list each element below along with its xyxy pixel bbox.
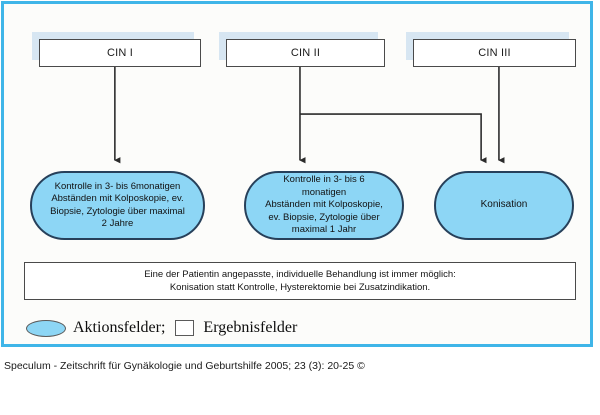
result-box-label-cin2: CIN II — [290, 46, 321, 59]
action-pill-label-cin1: Kontrolle in 3- bis 6monatigen Abständen… — [50, 180, 185, 230]
legend-ellipse-icon — [26, 319, 66, 337]
connector-cin2-to-action3 — [299, 113, 487, 164]
result-box-cin3[interactable]: CIN III — [413, 39, 576, 67]
action-pill-kontrolle-2-jahre[interactable]: Kontrolle in 3- bis 6monatigen Abständen… — [30, 171, 205, 240]
result-box-label-cin1: CIN I — [106, 46, 134, 59]
legend-square-icon — [175, 320, 195, 336]
connector-layer — [114, 63, 505, 164]
action-pill-label-cin3: Konisation — [480, 199, 528, 211]
note-line-1: Eine der Patientin angepasste, individue… — [144, 269, 456, 280]
result-box-label-cin3: CIN III — [478, 46, 511, 59]
figure-frame: CIN I CIN II CIN III Kontrolle in 3- bis… — [1, 1, 593, 347]
action-pill-label-cin2: Kontrolle in 3- bis 6 monatigen Abstände… — [265, 174, 383, 236]
figure-caption: Speculum - Zeitschrift für Gynäkologie u… — [4, 360, 365, 372]
legend: Aktionsfelder; Ergebnisfelder — [26, 319, 297, 337]
legend-result-label: Ergebnisfelder — [203, 319, 298, 336]
result-box-cin2[interactable]: CIN II — [226, 39, 385, 67]
legend-action-label: Aktionsfelder; — [73, 319, 166, 336]
note-line-2: Konisation statt Kontrolle, Hysterektomi… — [169, 282, 431, 293]
action-pill-kontrolle-1-jahr[interactable]: Kontrolle in 3- bis 6 monatigen Abstände… — [244, 171, 404, 240]
note-box: Eine der Patientin angepasste, individue… — [24, 262, 576, 300]
result-box-cin1[interactable]: CIN I — [39, 39, 201, 67]
action-pill-konisation[interactable]: Konisation — [434, 171, 574, 240]
